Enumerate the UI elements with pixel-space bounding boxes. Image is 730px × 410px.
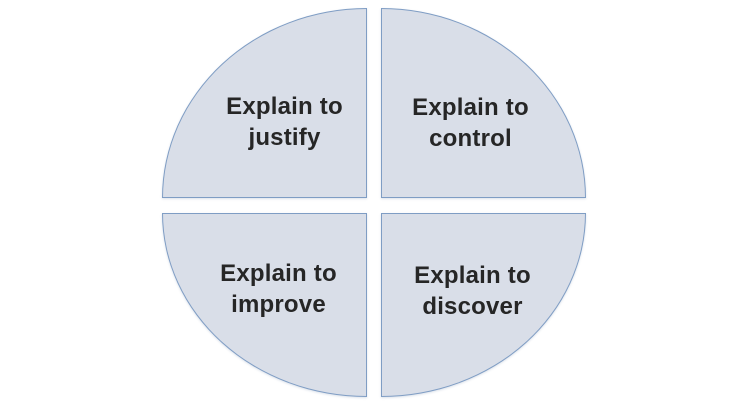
label-line-1: Explain to bbox=[414, 262, 531, 289]
label-line-2: justify bbox=[248, 124, 321, 151]
quadrant-label: Explain to justify bbox=[183, 91, 386, 153]
quadrant-explain-to-justify: Explain to justify bbox=[162, 8, 367, 198]
quadrant-explain-to-improve: Explain to improve bbox=[162, 213, 367, 397]
quadrant-circle-diagram: Explain to justify Explain to control Ex… bbox=[162, 8, 586, 397]
label-line-1: Explain to bbox=[412, 94, 529, 121]
quadrant-explain-to-control: Explain to control bbox=[381, 8, 586, 198]
quadrant-label: Explain to discover bbox=[371, 260, 574, 322]
quadrant-label: Explain to control bbox=[369, 92, 572, 154]
label-line-2: improve bbox=[231, 291, 326, 318]
quadrant-label: Explain to improve bbox=[177, 258, 380, 320]
label-line-1: Explain to bbox=[226, 93, 343, 120]
label-line-2: control bbox=[429, 125, 512, 152]
label-line-1: Explain to bbox=[220, 260, 337, 287]
quadrant-explain-to-discover: Explain to discover bbox=[381, 213, 586, 397]
label-line-2: discover bbox=[422, 293, 523, 320]
